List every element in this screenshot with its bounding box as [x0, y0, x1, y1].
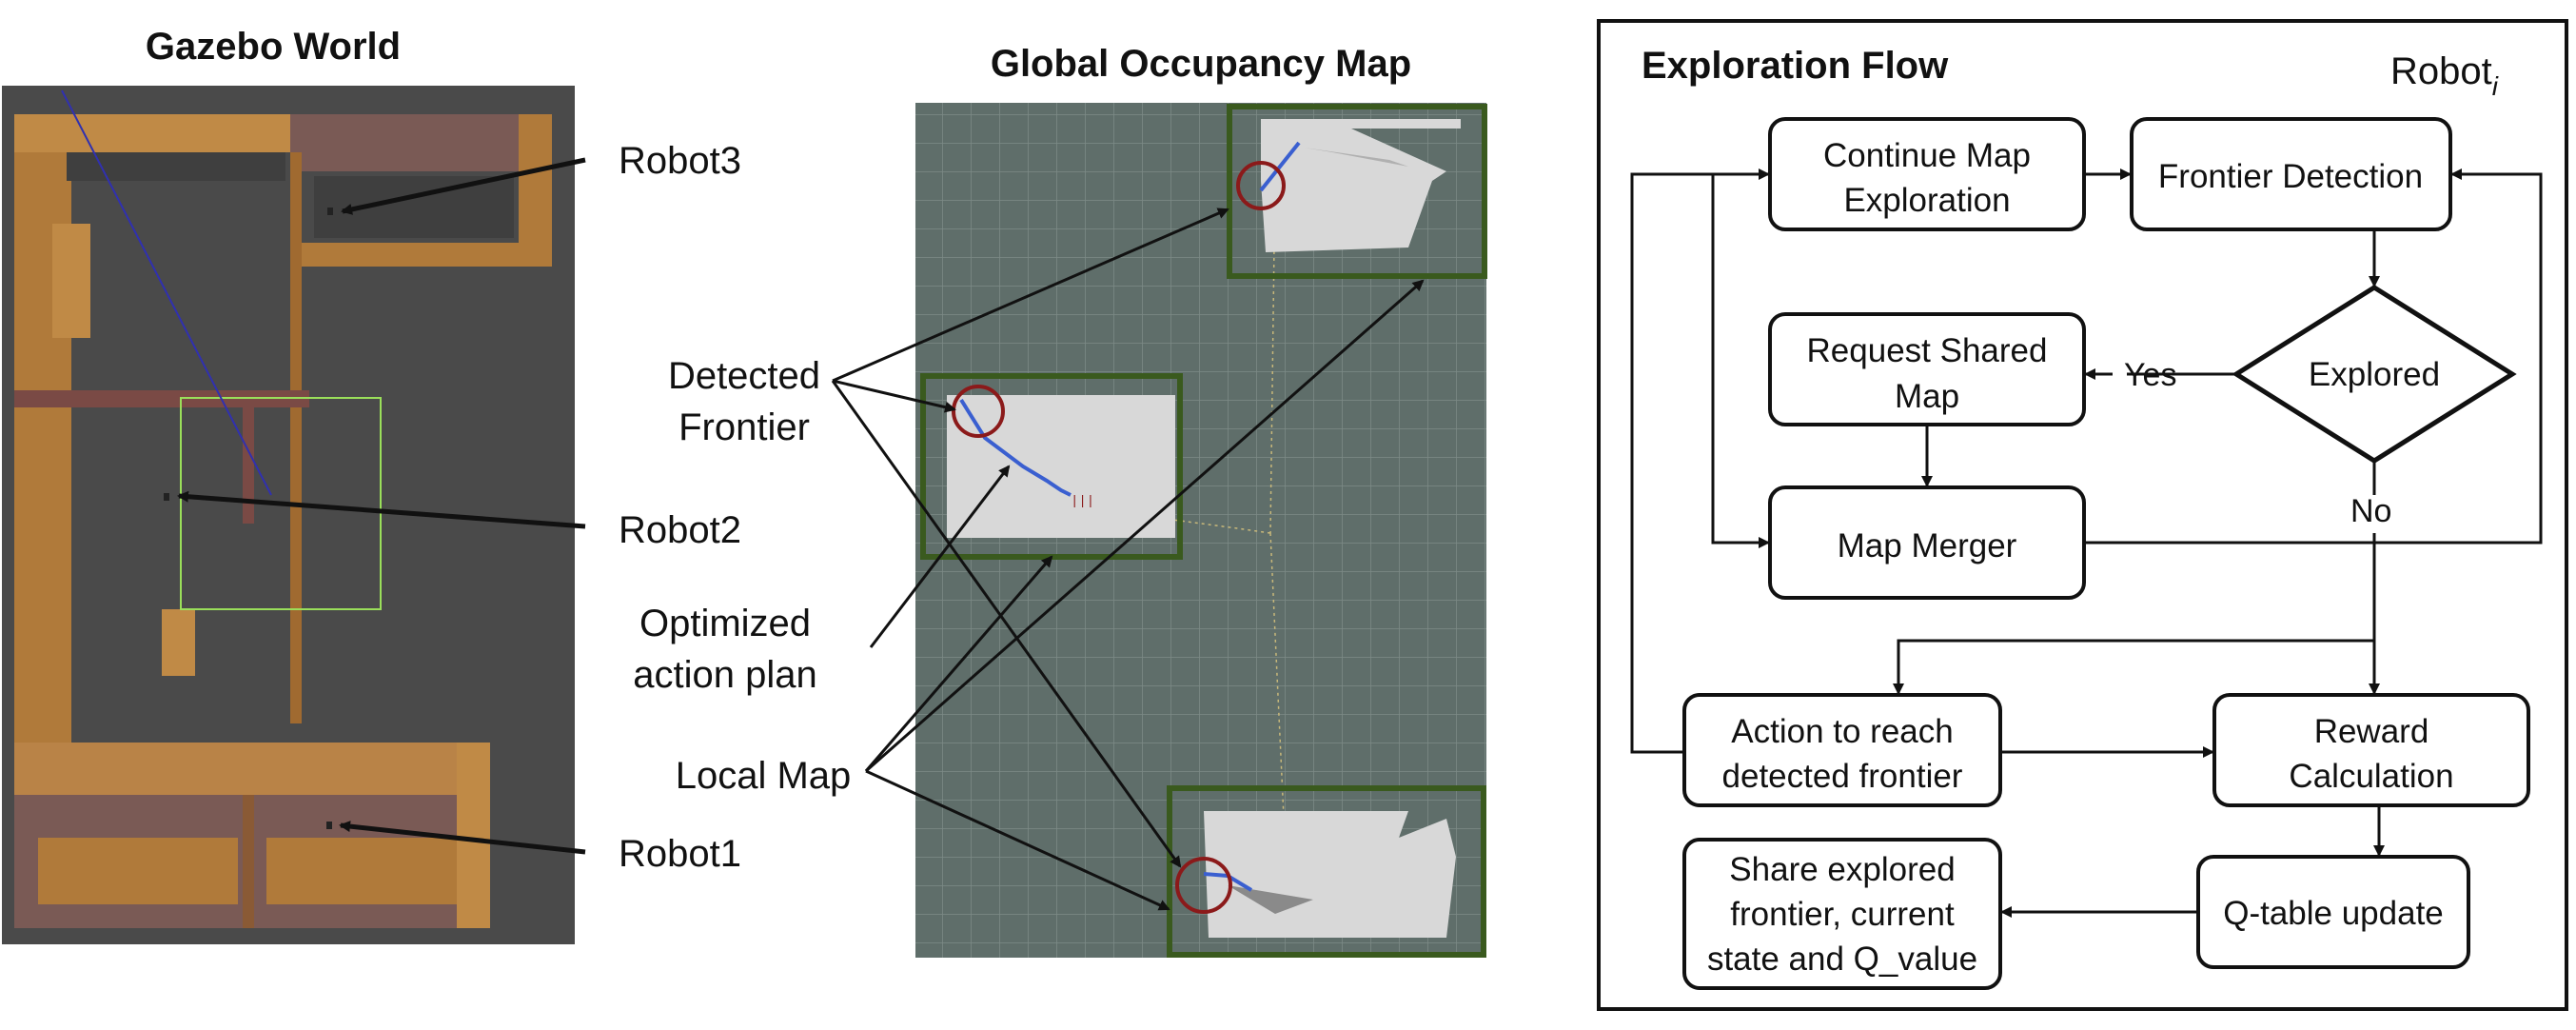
svg-text:Frontier Detection: Frontier Detection — [2158, 158, 2423, 195]
gazebo-title: Gazebo World — [146, 26, 401, 68]
svg-text:Action to reach: Action to reach — [1731, 713, 1953, 750]
bottom-right-wall — [457, 743, 490, 928]
node-qtable-update: Q-table update — [2196, 855, 2470, 969]
svg-text:Map Merger: Map Merger — [1838, 527, 2017, 565]
node-frontier-detection: Frontier Detection — [2130, 117, 2452, 231]
room3-top — [290, 114, 552, 171]
robot2-label: Robot2 — [619, 509, 741, 551]
bottom-room-top — [14, 743, 490, 795]
frontier-circle-3 — [1236, 161, 1286, 210]
svg-text:Continue Map: Continue Map — [1823, 137, 2031, 174]
node-continue-exploration: Continue Map Exploration — [1768, 117, 2086, 231]
edge-no-label: No — [2350, 493, 2391, 529]
room2-divider — [243, 390, 254, 524]
gazebo-scene — [2, 86, 575, 944]
svg-text:frontier, current: frontier, current — [1730, 896, 1955, 933]
wall-top-left — [14, 114, 300, 152]
svg-text:state and Q_value: state and Q_value — [1707, 941, 1977, 978]
robot2-marker — [164, 493, 169, 501]
svg-text:detected frontier: detected frontier — [1722, 758, 1963, 795]
room3-right-wall — [519, 114, 552, 267]
flow-panel: Exploration Flow Roboti Continue Map Exp… — [1597, 19, 2568, 1011]
center-pillar — [290, 152, 302, 723]
node-action-reach-frontier: Action to reach detected frontier — [1682, 693, 2002, 807]
svg-text:Exploration: Exploration — [1843, 182, 2010, 219]
occupancy-title: Global Occupancy Map — [991, 43, 1411, 85]
gazebo-panel: Gazebo World — [2, 26, 741, 944]
robot-i-label: Roboti — [2390, 50, 2499, 101]
robot1-marker — [326, 822, 332, 829]
node-reward-calculation: Reward Calculation — [2212, 693, 2530, 807]
shelf — [52, 224, 90, 338]
svg-text:|||: ||| — [1071, 494, 1094, 509]
svg-text:Explored: Explored — [2309, 356, 2440, 393]
bottom-divider — [243, 795, 254, 928]
selection-box — [180, 397, 382, 610]
local-map-robot1 — [1167, 785, 1486, 958]
local-map-robot3 — [1227, 104, 1487, 279]
mid-wall — [14, 390, 309, 407]
bottom-room-right — [266, 838, 466, 904]
local-map-label: Local Map — [676, 755, 852, 797]
optimized-plan-line2: action plan — [633, 654, 816, 696]
crate — [162, 609, 195, 676]
svg-text:Reward: Reward — [2314, 713, 2429, 750]
occupancy-panel: Global Occupancy Map ||| — [633, 43, 1487, 958]
edge-yes-label: Yes — [2124, 357, 2176, 393]
robot3-label: Robot3 — [619, 140, 741, 182]
detected-frontier-line2: Frontier — [678, 406, 810, 448]
svg-text:Calculation: Calculation — [2289, 758, 2453, 795]
node-request-shared-map: Request Shared Map — [1768, 312, 2086, 426]
blue-ray — [61, 89, 272, 496]
detected-frontier-line1: Detected — [668, 355, 820, 397]
room3-bottom-wall — [295, 243, 552, 267]
node-map-merger: Map Merger — [1768, 485, 2086, 600]
robot3-marker — [327, 208, 333, 215]
svg-text:Request Shared: Request Shared — [1807, 332, 2048, 369]
svg-text:Q-table update: Q-table update — [2223, 895, 2444, 932]
svg-text:Share explored: Share explored — [1729, 851, 1955, 888]
robot1-label: Robot1 — [619, 833, 741, 875]
flow-edges — [1630, 168, 2543, 918]
node-share-explored: Share explored frontier, current state a… — [1682, 838, 2002, 990]
bottom-room-left — [38, 838, 238, 904]
svg-text:Map: Map — [1895, 378, 1959, 415]
optimized-plan-line1: Optimized — [639, 603, 811, 644]
flow-title: Exploration Flow — [1642, 45, 1949, 87]
local-map-robot2: ||| — [920, 373, 1183, 560]
frontier-circle-1 — [1175, 857, 1232, 914]
